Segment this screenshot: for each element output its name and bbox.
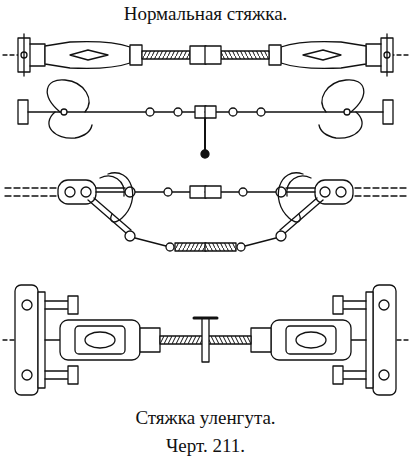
toggle-linkage xyxy=(205,173,406,251)
screw-handle xyxy=(201,118,209,158)
figure-caption: Стяжка уленгута. xyxy=(0,408,411,429)
hook-turnbuckle xyxy=(205,80,393,138)
t-handle xyxy=(194,318,217,362)
toggle-linkage xyxy=(5,173,206,251)
double-turnbuckle xyxy=(3,285,206,395)
figure-number: Черт. 211. xyxy=(0,436,411,457)
turnbuckle-top-view xyxy=(3,34,206,76)
figure-title: Нормальная стяжка. xyxy=(0,4,411,25)
turnbuckle-top-view xyxy=(205,34,408,76)
hook-turnbuckle xyxy=(18,80,206,138)
double-turnbuckle xyxy=(205,285,408,395)
